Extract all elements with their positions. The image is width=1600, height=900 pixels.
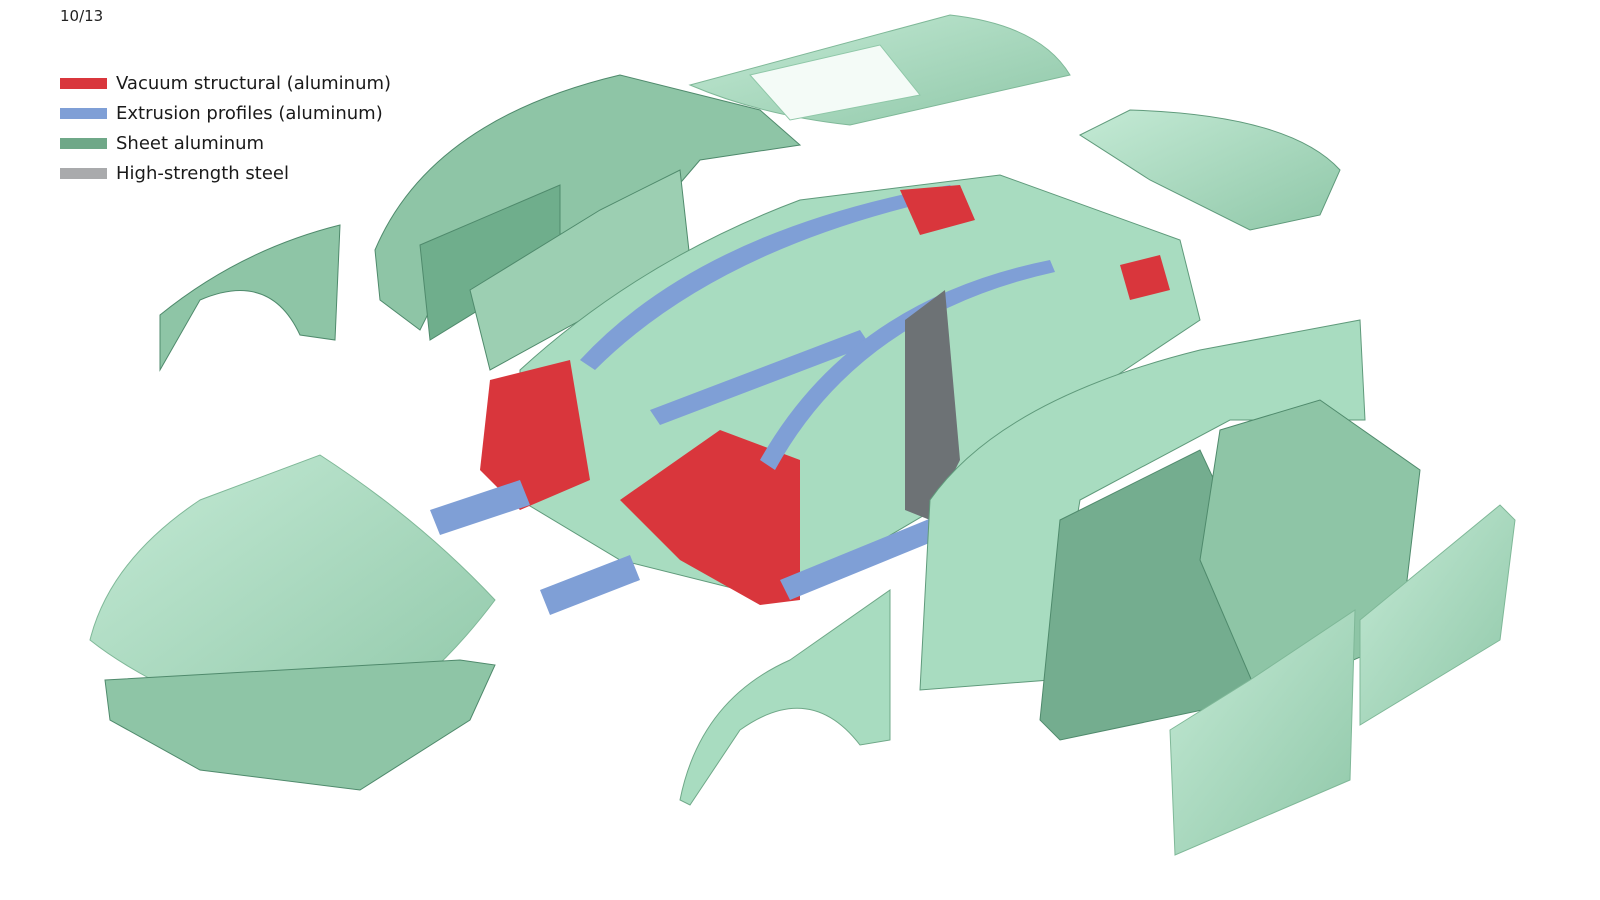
- legend-item-extrusion-profiles: Extrusion profiles (aluminum): [60, 98, 391, 128]
- left-front-fender: [159, 224, 341, 372]
- right-front-door-outer: [1169, 609, 1356, 856]
- right-front-fender: [679, 589, 891, 806]
- rear-vacuum-node-right: [1120, 255, 1170, 300]
- front-longitudinal-vacuum-cast: [480, 360, 590, 510]
- front-right-strut-tower: [620, 430, 800, 605]
- legend-swatch: [60, 137, 107, 149]
- legend-label: Extrusion profiles (aluminum): [116, 102, 383, 124]
- legend-swatch: [60, 77, 107, 89]
- front-crash-rail-upper: [430, 480, 530, 535]
- legend-swatch: [60, 167, 107, 179]
- trunk-lid: [1078, 109, 1341, 231]
- front-crash-rail-lower: [540, 555, 640, 615]
- page-number: 10/13: [60, 7, 104, 25]
- right-body-side: [919, 319, 1366, 691]
- legend: Vacuum structural (aluminum) Extrusion p…: [60, 68, 391, 188]
- hood-inner-panel: [104, 659, 496, 791]
- legend-item-high-strength-steel: High-strength steel: [60, 158, 391, 188]
- legend-swatch: [60, 107, 107, 119]
- sunroof-opening: [749, 44, 921, 121]
- tunnel-extrusion: [650, 330, 870, 425]
- legend-label: Sheet aluminum: [116, 132, 265, 154]
- legend-item-vacuum-structural: Vacuum structural (aluminum): [60, 68, 391, 98]
- legend-label: Vacuum structural (aluminum): [116, 72, 392, 94]
- legend-item-sheet-aluminum: Sheet aluminum: [60, 128, 391, 158]
- legend-label: High-strength steel: [116, 162, 289, 184]
- right-rear-door-outer: [1359, 504, 1516, 726]
- b-pillar-steel: [905, 290, 960, 520]
- rear-vacuum-node: [900, 185, 975, 235]
- left-front-door: [469, 169, 691, 371]
